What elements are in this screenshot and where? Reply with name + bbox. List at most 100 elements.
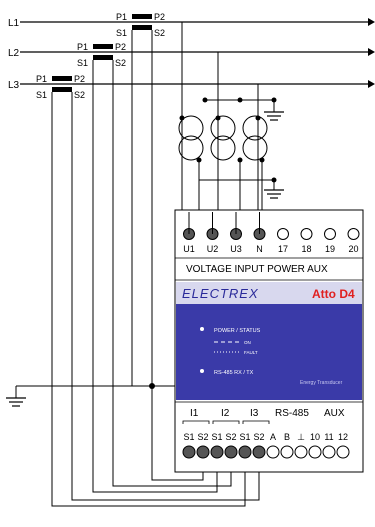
ct-l1-p2: P2 [154,12,165,22]
group-aux-label: AUX [324,408,345,419]
current-terminal-10 [308,445,322,459]
current-terminal-1 [182,445,196,459]
vt-2-secondary-icon [210,135,236,161]
ct-l3-bar-secondary [52,87,72,92]
ct-l2-s1: S1 [77,58,88,68]
voltage-terminal-label: N [256,244,263,254]
voltage-terminal-label: U2 [207,244,219,254]
arrow-l1-icon [368,18,375,26]
ct-l1-s2: S2 [154,28,165,38]
group-rs485-label: RS-485 [275,408,309,419]
current-terminal-label: ⊥ [297,432,305,442]
voltage-terminal-label: U3 [230,244,242,254]
current-terminal-label: B [284,432,290,442]
current-terminal-label: A [270,432,276,442]
vt-1-primary-icon [178,115,204,141]
voltage-terminal-17 [277,228,289,240]
current-terminal-label: S1 [211,432,222,442]
ct-l1-s1: S1 [116,28,127,38]
front-panel [176,304,362,400]
voltage-terminal-label: 20 [348,244,358,254]
voltage-taps [181,22,275,210]
ground-junction [149,383,155,389]
ct-l2-p2: P2 [115,42,126,52]
ct-l3-s2: S2 [74,90,85,100]
led-fault-label: FAULT [244,350,258,355]
ct-secondary-wires [15,30,260,507]
line-l3-label: L3 [8,80,20,91]
current-terminal-label: S2 [225,432,236,442]
current-terminal-label: 11 [324,432,333,442]
current-terminal-5 [238,445,252,459]
led-on-label: ON [244,340,251,345]
phase-lines [20,21,368,85]
current-terminal-label: S1 [239,432,250,442]
ct-l1: P1 P2 S1 S2 [116,12,165,38]
ct-l2: P1 P2 S1 S2 [77,42,126,68]
group-brackets [182,420,270,424]
device-model: Atto D4 [312,287,355,301]
voltage-terminal-19 [324,228,336,240]
ct-l2-bar-secondary [93,55,113,60]
ct-l1-bar [132,14,152,19]
current-terminal-4 [224,445,238,459]
ground-top-icon [264,111,284,121]
vt-junctions [179,97,277,183]
arrow-l2-icon [368,48,375,56]
group-i3-label: I3 [250,408,259,419]
group-i1-label: I1 [190,408,199,419]
rs485-led-label: RS-485 RX / TX [214,370,254,376]
current-terminal-9 [294,445,308,459]
current-terminal-label: S1 [183,432,194,442]
voltage-terminal-18 [300,228,313,240]
line-l2-label: L2 [8,48,20,59]
rs485-led-icon [200,369,204,373]
power-led-icon [200,327,204,331]
product-type: Energy Transducer [300,380,343,386]
current-terminal-label: S2 [197,432,208,442]
led-power-label: POWER / STATUS [214,328,261,334]
vt-2-primary-icon [210,115,236,141]
voltage-terminal-label: 19 [325,244,335,254]
ct-l3-p1: P1 [36,74,47,84]
ground-mid-icon [264,189,284,199]
voltage-terminal-label: 18 [301,244,311,254]
brand-banner [176,282,362,304]
arrow-l3-icon [368,80,375,88]
ct-l2-s2: S2 [115,58,126,68]
current-terminal-2 [196,445,210,459]
group-i2-label: I2 [221,408,230,419]
voltage-terminal-label: U1 [183,244,195,254]
ct-l2-bar [93,44,113,49]
current-terminal-8 [280,445,294,459]
current-terminal-label: 12 [338,432,348,442]
ct-l1-p1: P1 [116,12,127,22]
vt-coils [178,115,268,161]
ct-l3-s1: S1 [36,90,47,100]
voltage-header: VOLTAGE INPUT POWER AUX [186,264,328,275]
current-terminal-7 [266,445,280,459]
current-terminal-3 [210,445,224,459]
vt-3-primary-icon [242,115,268,141]
voltage-terminal-20 [347,228,360,240]
line-l1-label: L1 [8,18,20,29]
vt-3-secondary-icon [242,135,268,161]
brand-logo: ELECTREX [182,286,259,301]
voltage-terminal-label: 17 [278,244,288,254]
current-terminal-label: S2 [253,432,264,442]
current-terminal-11 [322,445,336,459]
ct-l3-bar [52,76,72,81]
vt-1-secondary-icon [178,135,204,161]
ground-left-icon [6,397,26,407]
current-terminal-6 [252,445,266,459]
ct-l1-bar-secondary [132,25,152,30]
ct-l3-p2: P2 [74,74,85,84]
ct-l2-p1: P1 [77,42,88,52]
current-terminal-12 [336,445,350,459]
voltage-terminal-row: U1 U2 U3 N 17 18 19 20 [183,212,360,254]
ct-l3: P1 P2 S1 S2 [36,74,85,100]
line-arrows [368,18,375,88]
current-terminal-label: 10 [310,432,320,442]
